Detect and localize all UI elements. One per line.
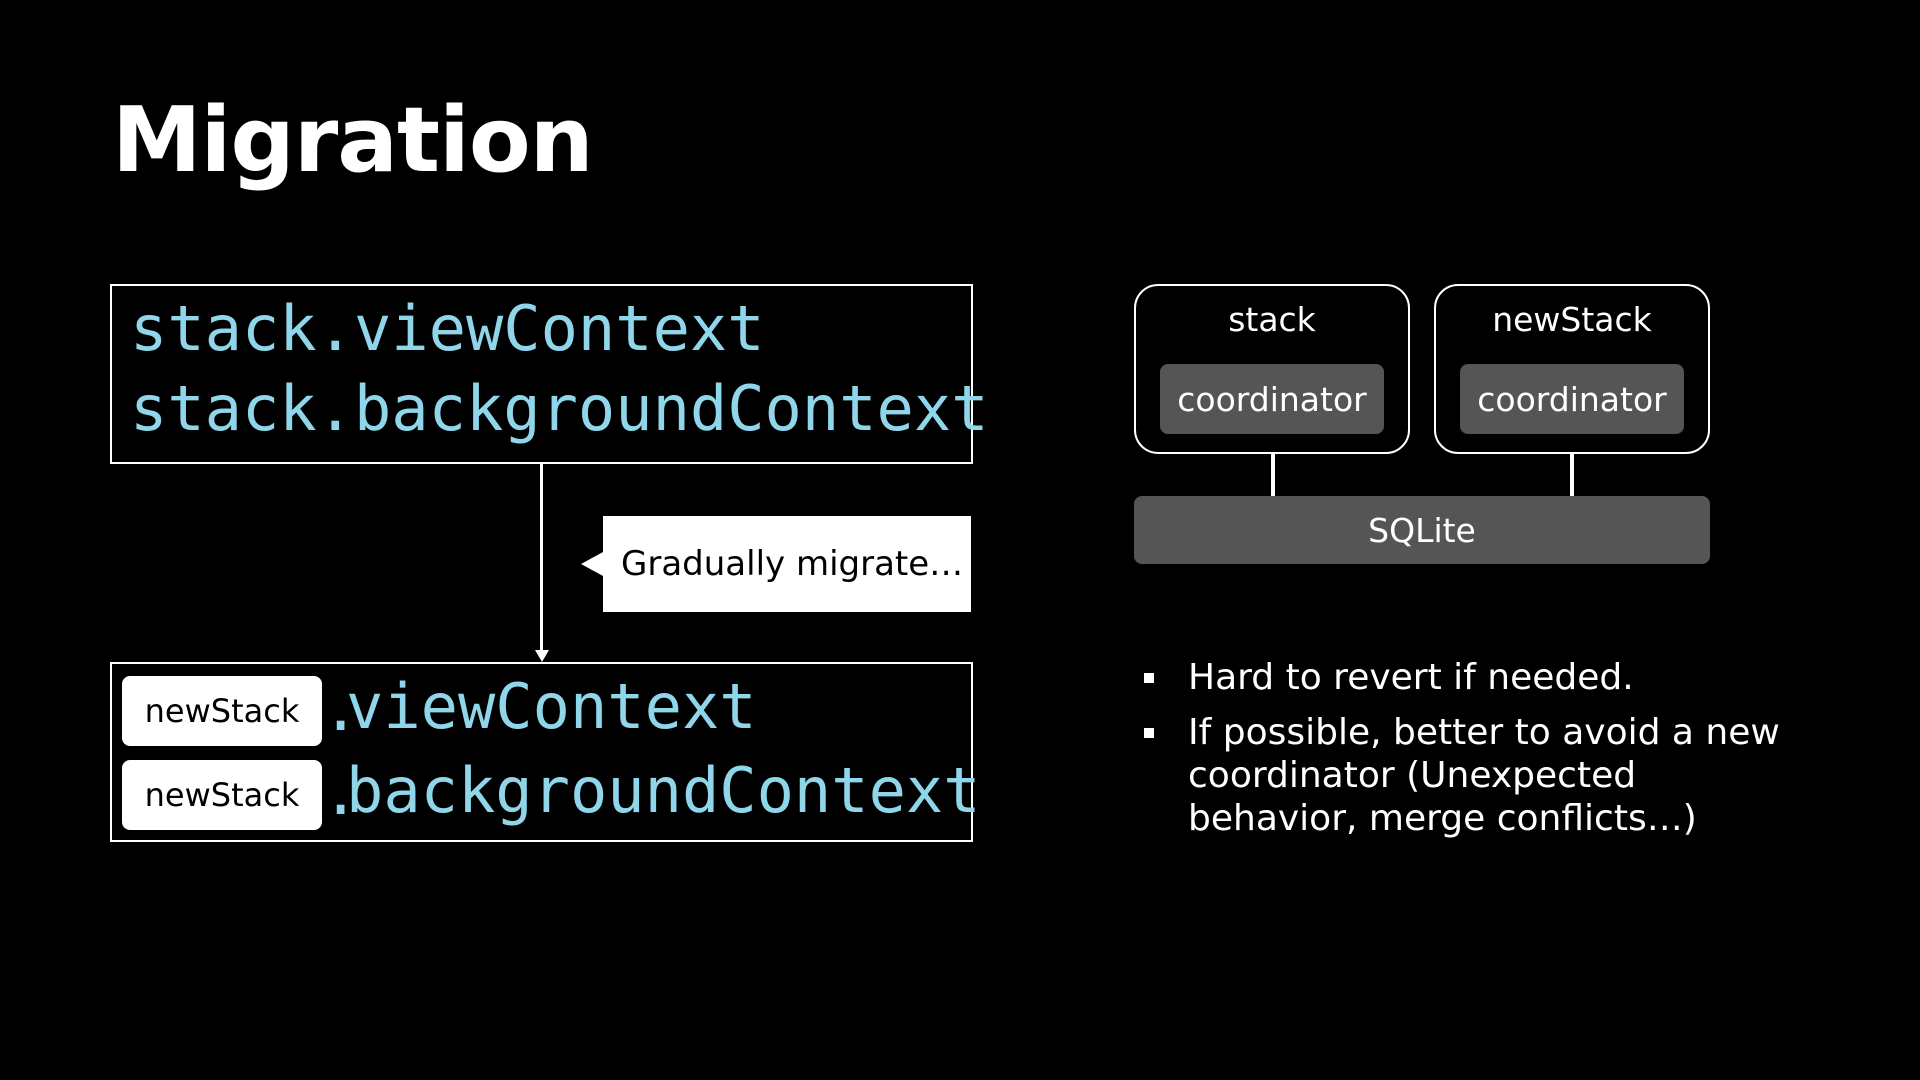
new-stack-connector	[1570, 454, 1574, 496]
bullet-square-icon	[1144, 728, 1154, 738]
sqlite-label: SQLite	[1368, 510, 1476, 550]
bullet-text: Hard to revert if needed.	[1188, 657, 1634, 698]
new-stack-node-label: newStack	[1492, 300, 1652, 339]
code-line-background-context: stack.backgroundContext	[130, 372, 989, 445]
new-stack-label: newStack	[122, 760, 322, 830]
code-line-view-context-suffix: viewContext	[346, 670, 757, 743]
bullet-text: If possible, better to avoid a new coord…	[1188, 712, 1780, 839]
code-box-before: stack.viewContext stack.backgroundContex…	[110, 284, 989, 464]
bullet-list: Hard to revert if needed. If possible, b…	[1144, 656, 1804, 852]
callout-pointer	[581, 552, 603, 576]
migration-callout: Gradually migrate…	[603, 516, 971, 612]
new-stack-coordinator-label: coordinator	[1477, 379, 1667, 419]
slide-title: Migration	[112, 88, 594, 193]
new-stack-label: newStack	[122, 676, 322, 746]
stack-node-label: stack	[1228, 300, 1316, 339]
migration-arrow-line	[540, 464, 543, 654]
bullet-square-icon	[1144, 673, 1154, 683]
stack-connector	[1271, 454, 1275, 496]
code-dot: .	[322, 672, 360, 745]
stack-coordinator-label: coordinator	[1177, 379, 1367, 419]
code-dot: .	[322, 756, 360, 829]
new-stack-node: newStack coordinator	[1434, 284, 1710, 454]
new-stack-coordinator: coordinator	[1460, 364, 1684, 434]
callout-text: Gradually migrate…	[621, 544, 964, 584]
stack-coordinator: coordinator	[1160, 364, 1384, 434]
stack-node: stack coordinator	[1134, 284, 1410, 454]
new-stack-label-text: newStack	[144, 692, 300, 730]
code-line-view-context: stack.viewContext	[130, 292, 765, 365]
bullet-item: Hard to revert if needed.	[1144, 656, 1804, 699]
bullet-item: If possible, better to avoid a new coord…	[1144, 711, 1804, 840]
sqlite-store: SQLite	[1134, 496, 1710, 564]
code-line-background-context-suffix: backgroundContext	[346, 754, 981, 827]
arrow-down-icon	[535, 650, 549, 662]
code-box-after: newStack . viewContext newStack . backgr…	[110, 662, 981, 842]
new-stack-label-text: newStack	[144, 776, 300, 814]
